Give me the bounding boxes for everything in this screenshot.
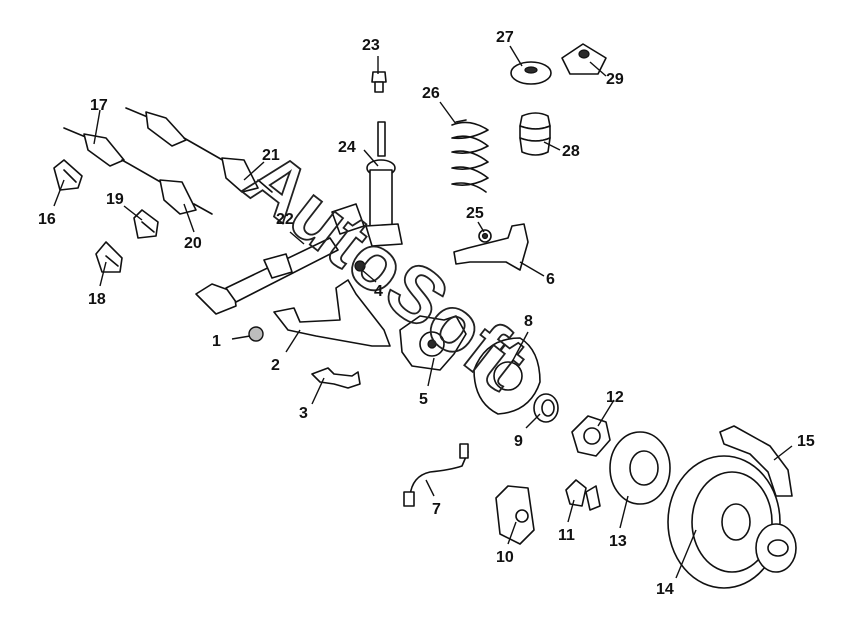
callout-21: 21 [262,147,280,164]
part-3-tie-rod-end [311,367,361,389]
callout-14: 14 [656,581,674,598]
callout-24: 24 [338,139,356,156]
callout-18: 18 [88,291,106,308]
part-25-nut [478,229,492,243]
callout-10: 10 [496,549,514,566]
part-23-bolt [371,71,387,93]
part-26-coil-spring [451,119,489,193]
callout-26: 26 [422,85,440,102]
callout-15: 15 [797,433,815,450]
callout-1: 1 [212,333,221,350]
part-18-boot [95,241,123,273]
callout-2: 2 [271,357,280,374]
leader-lines [53,45,793,579]
part-5-steering-knuckle [399,315,467,371]
part-27-spring-seat [510,61,552,85]
part-24-shock-absorber [365,121,403,247]
callout-20: 20 [184,235,202,252]
callout-4: 4 [374,283,383,300]
callout-25: 25 [466,205,484,222]
callout-23: 23 [362,37,380,54]
callout-19: 19 [106,191,124,208]
callout-labels: 1 2 3 4 5 6 7 8 9 10 11 12 13 14 15 16 1… [38,29,815,598]
part-14-wheel [667,455,781,589]
part-9-wheel-bearing [533,393,559,423]
part-2-lower-control-arm [273,279,391,347]
part-4-nut [354,260,366,272]
callout-11: 11 [558,527,575,544]
callout-27: 27 [496,29,514,46]
part-10-brake-caliper [495,485,535,545]
part-28-bump-stop [519,112,551,156]
callout-13: 13 [609,533,627,550]
callout-12: 12 [606,389,624,406]
callout-9: 9 [514,433,523,450]
part-19-boot [133,209,159,239]
part-11-brake-pads [565,479,601,511]
part-7-brake-hose [403,443,469,507]
part-21-drive-shaft [125,107,273,193]
callout-22: 22 [276,211,294,228]
part-15-fender-liner [719,425,793,497]
callout-6: 6 [546,271,555,288]
part-1-bushing [248,326,264,342]
callout-29: 29 [606,71,624,88]
callout-7: 7 [432,501,441,518]
callout-28: 28 [562,143,580,160]
part-8-dust-shield [473,337,541,415]
callout-17: 17 [90,97,108,114]
part-6-upper-control-arm [453,223,529,271]
callout-16: 16 [38,211,56,228]
callout-8: 8 [524,313,533,330]
callout-3: 3 [299,405,308,422]
hub-cap [755,523,797,573]
callout-5: 5 [419,391,428,408]
part-12-wheel-hub [571,415,611,457]
part-22-propeller-shaft [195,203,365,315]
part-13-brake-disc [609,431,671,505]
part-16-boot [53,159,83,191]
